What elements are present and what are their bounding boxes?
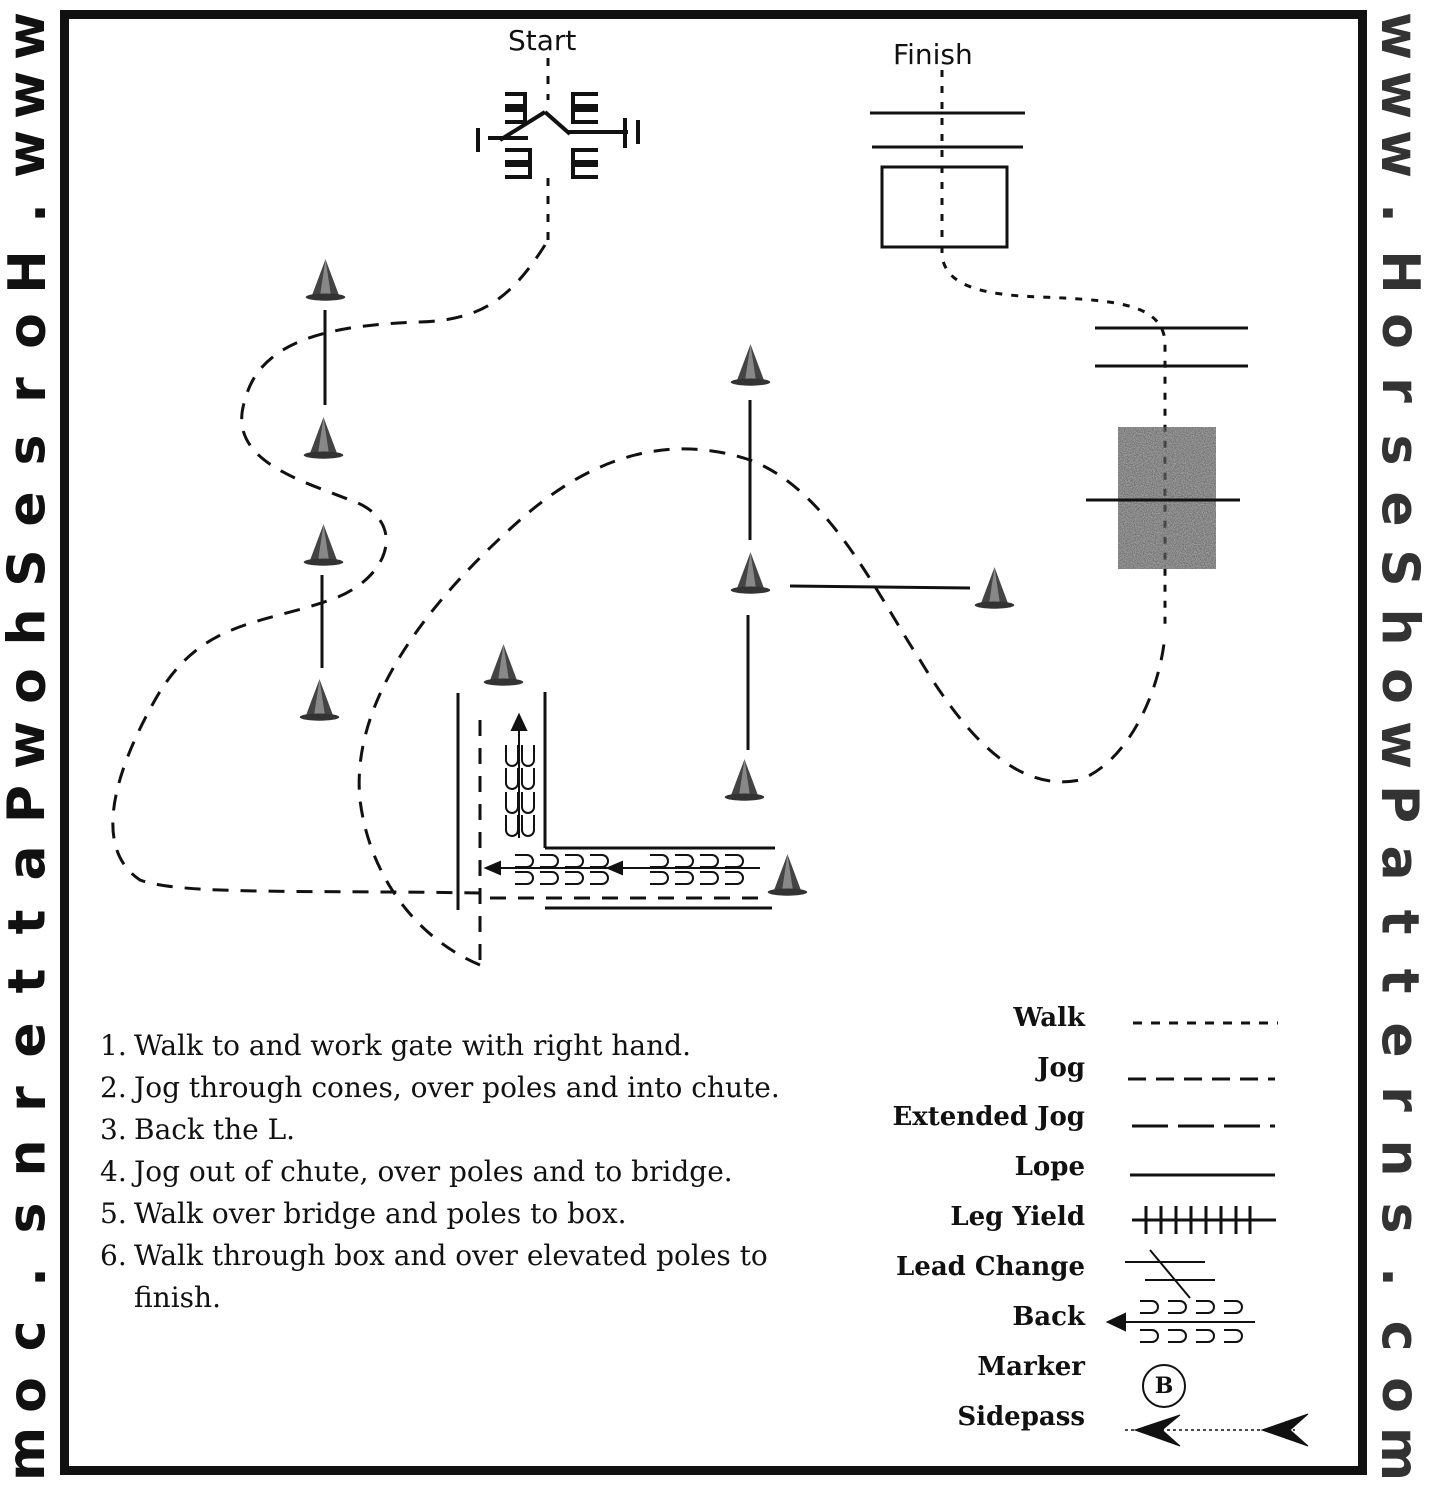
elevated-poles bbox=[1095, 326, 1248, 368]
legend-label-back: Back bbox=[1012, 1302, 1085, 1332]
instruction-number: 4. bbox=[100, 1155, 127, 1188]
cone bbox=[303, 417, 344, 459]
legend-label-leg-yield: Leg Yield bbox=[950, 1202, 1085, 1232]
jog-path-2 bbox=[357, 447, 1167, 967]
instruction-text: Jog out of chute, over poles and to brid… bbox=[134, 1155, 733, 1188]
l-chute bbox=[456, 692, 775, 968]
start-label: Start bbox=[508, 24, 577, 57]
bridge-shade bbox=[1118, 427, 1216, 569]
finish-label: Finish bbox=[893, 38, 973, 71]
legend-label-walk: Walk bbox=[1013, 1003, 1085, 1033]
legend-graphics bbox=[1105, 1021, 1309, 1447]
walk-path-finish bbox=[940, 70, 1167, 630]
legend-label-sidepass: Sidepass bbox=[957, 1402, 1085, 1432]
instruction-item: 1.Walk to and work gate with right hand. bbox=[100, 1025, 820, 1067]
back-vertical bbox=[505, 712, 535, 838]
back-horizontal bbox=[483, 854, 760, 885]
instruction-text: Jog through cones, over poles and into c… bbox=[134, 1071, 780, 1104]
legend-label-lope: Lope bbox=[1014, 1152, 1085, 1182]
legend-label-extended-jog: Extended Jog bbox=[892, 1102, 1085, 1132]
pole bbox=[789, 584, 971, 590]
instruction-text: Walk through box and over elevated poles… bbox=[134, 1239, 768, 1314]
instruction-item: 6.Walk through box and over elevated pol… bbox=[100, 1235, 820, 1319]
instruction-number: 5. bbox=[100, 1197, 127, 1230]
instruction-number: 2. bbox=[100, 1071, 127, 1104]
instruction-number: 6. bbox=[100, 1239, 127, 1272]
cone bbox=[724, 759, 765, 801]
legend-label-jog: Jog bbox=[1037, 1053, 1085, 1083]
instruction-item: 3.Back the L. bbox=[100, 1109, 820, 1151]
instruction-item: 5.Walk over bridge and poles to box. bbox=[100, 1193, 820, 1235]
cone bbox=[767, 854, 808, 896]
legend-label-lead-change: Lead Change bbox=[896, 1252, 1085, 1282]
pattern-frame bbox=[60, 10, 1367, 1475]
cone bbox=[303, 524, 344, 566]
marker-b: B bbox=[1142, 1364, 1186, 1408]
instruction-item: 2.Jog through cones, over poles and into… bbox=[100, 1067, 820, 1109]
instruction-number: 1. bbox=[100, 1029, 127, 1062]
cone bbox=[974, 567, 1015, 609]
instruction-item: 4.Jog out of chute, over poles and to br… bbox=[100, 1151, 820, 1193]
cone bbox=[730, 344, 771, 386]
cone bbox=[730, 552, 771, 594]
gate bbox=[476, 92, 640, 179]
jog-path-1 bbox=[111, 244, 547, 895]
finish-poles bbox=[870, 111, 1025, 249]
cone bbox=[483, 644, 524, 686]
instruction-number: 3. bbox=[100, 1113, 127, 1146]
legend-label-marker: Marker bbox=[977, 1352, 1085, 1382]
instructions-list: 1.Walk to and work gate with right hand.… bbox=[100, 1025, 820, 1319]
cone bbox=[305, 259, 346, 301]
instruction-text: Walk to and work gate with right hand. bbox=[134, 1029, 691, 1062]
cone bbox=[299, 679, 340, 721]
instruction-text: Back the L. bbox=[134, 1113, 296, 1146]
instruction-text: Walk over bridge and poles to box. bbox=[134, 1197, 627, 1230]
